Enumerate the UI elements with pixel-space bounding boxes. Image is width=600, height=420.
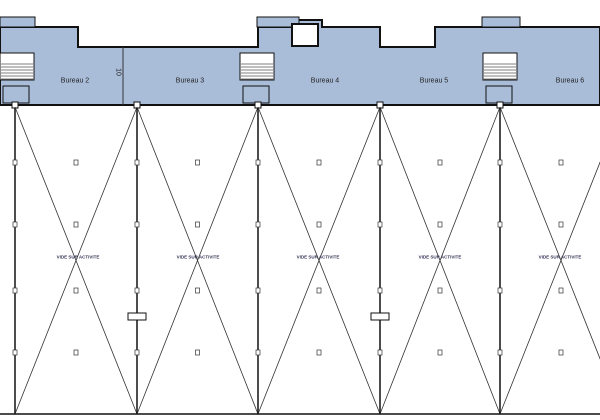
grid-marker: [497, 349, 503, 356]
beam-marker: [370, 312, 390, 321]
stair-icon: [239, 52, 275, 81]
bureau-4-label: Bureau 4: [310, 77, 340, 85]
grid-marker: [377, 221, 383, 228]
office-band: [0, 19, 600, 106]
dimension-label: 10: [114, 68, 122, 76]
grid-marker: [316, 287, 322, 294]
grid-marker: [195, 287, 200, 294]
grid-marker: [255, 349, 261, 356]
bureau-6-label: Bureau 6: [555, 77, 585, 85]
bureau-5-label: Bureau 5: [419, 77, 449, 85]
bureau-2-label: Bureau 2: [60, 77, 90, 85]
bracing-line: [14, 106, 138, 415]
grid-marker: [12, 349, 18, 356]
grid-marker: [195, 221, 200, 228]
grid-marker: [497, 159, 503, 166]
grid-marker: [134, 159, 140, 166]
grid-marker: [437, 159, 443, 166]
grid-marker: [316, 349, 322, 356]
grid-marker: [255, 159, 261, 166]
grid-marker: [437, 287, 443, 294]
bracing-line: [499, 106, 600, 360]
grid-marker: [558, 349, 564, 356]
grid-marker: [377, 159, 383, 166]
grid-marker: [497, 221, 503, 228]
bracing-line: [136, 106, 259, 415]
beam-marker: [127, 312, 147, 321]
sanitary-block: [485, 85, 513, 104]
sanitary-block: [242, 85, 270, 104]
grid-marker: [73, 349, 79, 356]
grid-marker: [255, 221, 261, 228]
grid-marker: [73, 221, 79, 228]
grid-marker: [12, 159, 18, 166]
stair-core: [291, 23, 319, 47]
grid-marker: [134, 349, 140, 356]
vide-label-2: VIDE SUR ACTIVITE: [176, 254, 220, 260]
grid-marker: [558, 159, 564, 166]
grid-marker: [195, 349, 200, 356]
bracing-line: [257, 106, 381, 415]
grid-marker: [255, 287, 261, 294]
grid-marker: [437, 349, 443, 356]
vide-label-5: VIDE SUR ACTIVITE: [538, 254, 582, 260]
grid-marker: [377, 287, 383, 294]
grid-marker: [497, 287, 503, 294]
grid-marker: [558, 221, 564, 228]
vide-label-1: VIDE SUR ACTIVITE: [56, 254, 100, 260]
grid-marker: [73, 287, 79, 294]
grid-marker: [377, 349, 383, 356]
stair-icon: [0, 52, 35, 81]
grid-marker: [12, 287, 18, 294]
grid-marker: [134, 221, 140, 228]
grid-marker: [12, 221, 18, 228]
grid-marker: [316, 159, 322, 166]
grid-marker: [195, 159, 200, 166]
stair-icon: [482, 52, 518, 81]
bracing-line: [379, 106, 501, 415]
grid-marker: [316, 221, 322, 228]
bracing-line: [499, 161, 600, 415]
grid-marker: [437, 221, 443, 228]
grid-marker: [134, 287, 140, 294]
bureau-3-label: Bureau 3: [175, 77, 205, 85]
grid-marker: [558, 287, 564, 294]
vide-label-4: VIDE SUR ACTIVITE: [418, 254, 462, 260]
sanitary-block: [2, 85, 30, 104]
grid-marker: [73, 159, 79, 166]
vide-label-3: VIDE SUR ACTIVITE: [296, 254, 340, 260]
